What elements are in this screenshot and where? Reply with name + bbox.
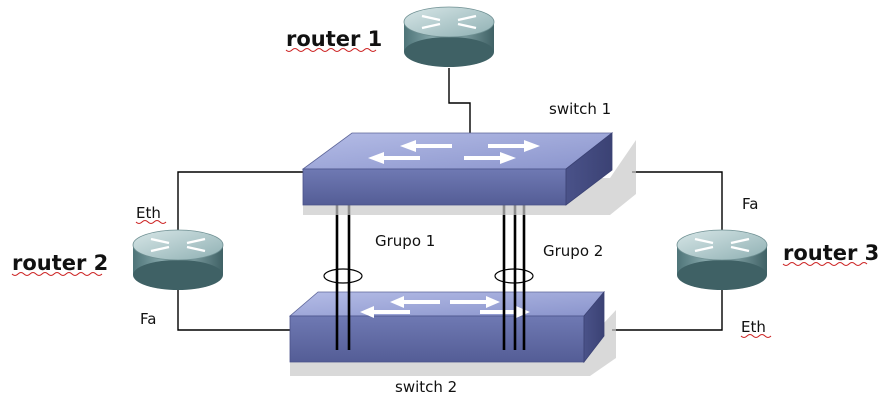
router-2-bottom-port-label: Fa: [140, 310, 156, 328]
group-1-bundle-icon: [323, 268, 363, 284]
router-2[interactable]: [132, 229, 224, 290]
link-router3-switch1: [632, 171, 723, 232]
group-2-label: Grupo 2: [543, 242, 603, 260]
trunk-group-2: [494, 196, 534, 350]
router-2-top-port-label: Eth: [136, 204, 161, 222]
group-2-bundle-icon: [494, 268, 534, 284]
router-3-bottom-port-label: Eth: [741, 318, 766, 336]
switch-1[interactable]: [301, 132, 636, 215]
trunk-group-1: [323, 196, 363, 350]
link-router3-switch2: [612, 288, 723, 331]
switch-2-label: switch 2: [395, 378, 457, 396]
link-router2-switch1: [177, 171, 303, 232]
link-router1-switch1: [448, 68, 471, 136]
router-1-label: router 1: [286, 27, 382, 51]
router-1[interactable]: [403, 6, 495, 67]
switch-1-label: switch 1: [549, 100, 611, 118]
router-3-arrows-icon: [694, 237, 750, 253]
router-1-arrows-icon: [421, 14, 477, 30]
switch-2[interactable]: [288, 290, 616, 376]
router-3-top-port-label: Fa: [742, 195, 758, 213]
router-2-label: router 2: [12, 251, 108, 275]
router-3-label: router 3: [783, 241, 879, 265]
switch-1-arrows-icon: [368, 140, 540, 164]
link-router2-switch2: [177, 288, 290, 331]
group-1-label: Grupo 1: [375, 232, 435, 250]
router-3[interactable]: [676, 229, 768, 290]
router-2-arrows-icon: [150, 237, 206, 253]
